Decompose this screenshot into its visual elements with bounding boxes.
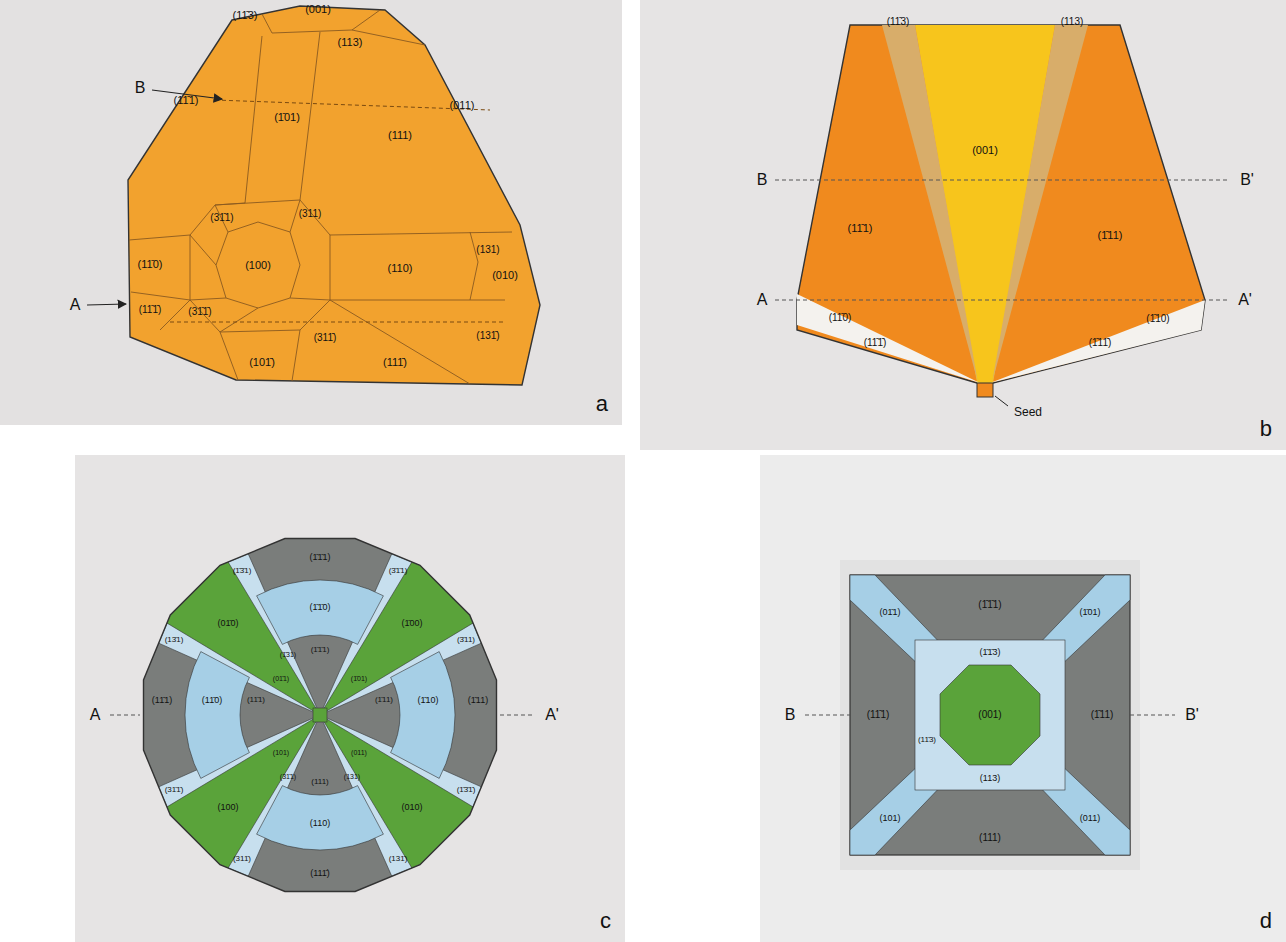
face-index: (1̄01) [1079, 608, 1100, 617]
section-marker: B' [1185, 707, 1199, 723]
face-index: (011) [450, 100, 475, 111]
face-index: (131) [476, 245, 499, 255]
face-index: (1̄00) [401, 619, 422, 628]
face-index: (1̄31) [280, 651, 296, 658]
face-index: (311) [299, 209, 322, 219]
face-index: (131̄) [389, 855, 408, 863]
face-index: (101̄) [249, 357, 275, 368]
face-index: (111̄) [310, 869, 330, 878]
section-marker: A' [1238, 292, 1252, 308]
section-marker: Seed [1014, 406, 1042, 418]
face-index: (001) [972, 145, 998, 156]
crystal-sector [257, 580, 384, 644]
figure-panel: b [640, 0, 1286, 450]
face-index: (01̄1) [273, 675, 289, 682]
face-index: (11̄0) [138, 259, 163, 270]
panel-letter: c [600, 908, 611, 934]
section-marker: A [70, 297, 81, 313]
face-index: (011) [1080, 814, 1100, 823]
face-index: (110) [388, 263, 413, 274]
face-index: (131) [344, 773, 360, 780]
face-index: (1̄1̄1) [311, 646, 330, 654]
face-index: (1̄3̄1) [233, 567, 252, 575]
face-index: (001) [305, 4, 331, 15]
face-index: (1̄11̄) [1089, 338, 1112, 348]
face-index: (13̄1) [165, 636, 184, 644]
panel-letter: d [1260, 908, 1272, 934]
face-index: (1̄11) [375, 696, 393, 704]
face-index: (31̄1) [210, 213, 233, 223]
face-index: (111) [311, 778, 329, 786]
face-index: (100) [245, 260, 271, 271]
face-index: (010) [492, 270, 518, 281]
face-index: (101) [273, 749, 289, 756]
section-marker: A' [545, 707, 559, 723]
face-index: (131̄) [476, 331, 499, 341]
face-index: (113) [980, 774, 1000, 783]
face-index: (110) [310, 819, 330, 828]
face-index: (1̄1̄1) [309, 553, 330, 562]
face-index: (11̄1) [247, 696, 265, 704]
face-index: (11̄1̄) [139, 305, 162, 315]
face-index: (11̄3) [918, 736, 936, 744]
face-index: (111) [979, 833, 1001, 843]
panel-letter: b [1260, 416, 1272, 442]
face-index: (311̄) [233, 855, 251, 863]
section-marker: B' [1240, 172, 1254, 188]
face-index: (11̄0) [202, 696, 222, 705]
face-index: (001) [978, 710, 1001, 720]
face-index: (1̄01) [274, 112, 300, 123]
face-index: (111̄) [383, 357, 407, 368]
face-index: (1̄1̄3) [979, 648, 1000, 657]
section-marker: A [90, 707, 101, 723]
face-index: (11̄1̄) [864, 338, 887, 348]
face-index: (1̄11) [1091, 710, 1114, 720]
face-index: (31̄1) [280, 773, 296, 780]
figure-panel: d [760, 455, 1286, 942]
face-index: (113) [338, 37, 363, 48]
face-index: (1̄1̄0) [309, 603, 330, 612]
face-index: (11̄1) [848, 223, 873, 234]
face-index: (1̄3̄1̄) [457, 786, 476, 794]
face-index: (113) [1061, 17, 1084, 27]
face-index: (1̄10) [417, 696, 438, 705]
crystal-sector [185, 652, 249, 779]
face-index: (010) [401, 803, 422, 812]
panel-letter: a [596, 391, 608, 417]
face-index: (111) [388, 130, 412, 141]
face-index: (31̄1̄) [165, 786, 184, 794]
face-index: (3̄1̄1) [389, 567, 408, 575]
face-index: (1̄11) [1098, 230, 1123, 241]
crystal-sector [391, 652, 455, 779]
face-index: (11̄0) [829, 313, 852, 323]
face-index: (011) [351, 749, 367, 756]
face-index: (311̄) [314, 333, 337, 343]
face-index: (11̄1) [152, 696, 172, 705]
section-marker: B [757, 172, 768, 188]
face-index: (11̄3) [887, 17, 910, 27]
face-index: (11̄1) [867, 710, 890, 720]
crystal-sector [257, 786, 384, 850]
face-index: (31̄1̄) [188, 307, 211, 317]
face-index: (01̄0) [217, 619, 238, 628]
face-index: (01̄1) [879, 608, 900, 617]
face-index: (1̄1̄1) [978, 600, 1001, 610]
face-index: (3̄11) [457, 636, 475, 644]
face-index: (11̄1) [174, 95, 199, 106]
face-index: (101) [879, 814, 900, 823]
face-index: (1̄11) [468, 696, 488, 705]
face-index: (1̄10) [1146, 314, 1169, 324]
section-marker: B [135, 80, 146, 96]
face-index: (11̄3) [233, 10, 258, 21]
face-index: (100) [217, 803, 238, 812]
section-marker: B [785, 707, 796, 723]
section-marker: A [757, 292, 768, 308]
face-index: (1̄01) [351, 675, 367, 682]
